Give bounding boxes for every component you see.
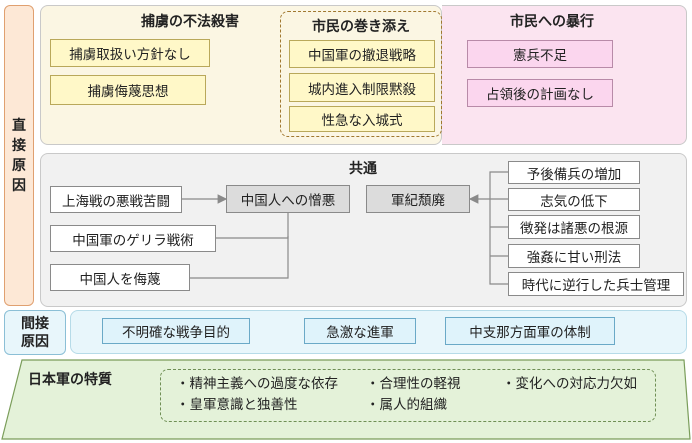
civilian-involvement-title: 市民の巻き添え bbox=[312, 19, 410, 35]
unclear-war-aims-box: 不明確な戦争目的 bbox=[102, 318, 250, 344]
no-occupation-plan-box: 占領後の計画なし bbox=[467, 79, 613, 107]
city-entry-restriction-box: 城内進入制限黙殺 bbox=[289, 73, 435, 102]
mp-shortage-box: 憲兵不足 bbox=[467, 40, 613, 68]
central-china-army-system-box: 中支那方面軍の体制 bbox=[445, 317, 615, 345]
reserve-increase-box: 予後備兵の増加 bbox=[508, 161, 640, 184]
trait-rationality: ・合理性の軽視 bbox=[366, 376, 461, 392]
direct-label-char-2: 接 bbox=[12, 137, 26, 154]
traits-group bbox=[160, 369, 656, 422]
civilian-involvement-group bbox=[280, 11, 442, 137]
indirect-label-line-1: 間接 bbox=[21, 315, 49, 332]
direct-label-char-4: 因 bbox=[12, 177, 26, 194]
pow-contempt-box: 捕虜侮蔑思想 bbox=[50, 75, 206, 105]
indirect-label-line-2: 原因 bbox=[21, 333, 49, 350]
indirect-cause-label: 間接 原因 bbox=[4, 310, 66, 355]
line-contempt-to-hatred bbox=[190, 236, 289, 279]
direct-label-char-1: 直 bbox=[12, 117, 26, 134]
outdated-management-box: 時代に逆行した兵士管理 bbox=[508, 272, 684, 296]
trait-personal-org: ・属人的組織 bbox=[366, 397, 447, 413]
trait-imperial-army: ・皇軍意識と独善性 bbox=[176, 397, 298, 413]
guerrilla-tactics-box: 中国軍のゲリラ戦術 bbox=[50, 225, 216, 252]
japan-army-shape bbox=[1, 359, 691, 440]
discipline-decay-box: 軍紀頽廃 bbox=[366, 185, 470, 213]
contempt-chinese-box: 中国人を侮蔑 bbox=[50, 264, 190, 291]
requisition-root-box: 徴発は諸悪の根源 bbox=[508, 215, 640, 239]
rapid-advance-box: 急激な進軍 bbox=[304, 318, 416, 344]
bracket-right-items bbox=[489, 171, 508, 285]
lenient-law-box: 強姦に甘い刑法 bbox=[508, 244, 640, 268]
morale-decline-box: 志気の低下 bbox=[508, 188, 640, 211]
hasty-entry-ceremony-box: 性急な入城式 bbox=[289, 106, 435, 132]
pow-killing-title: 捕虜の不法殺害 bbox=[141, 14, 239, 30]
direct-cause-label: 直 接 原 因 bbox=[4, 5, 34, 306]
japan-army-title: 日本軍の特質 bbox=[28, 372, 112, 388]
civilian-violence-panel bbox=[442, 5, 687, 145]
pow-no-policy-box: 捕虜取扱い方針なし bbox=[50, 39, 210, 67]
direct-label-char-3: 原 bbox=[12, 157, 26, 174]
civilian-violence-title: 市民への暴行 bbox=[510, 14, 594, 30]
chinese-withdrawal-strategy-box: 中国軍の撤退戦略 bbox=[289, 40, 435, 68]
trait-adaptability: ・変化への対応力欠如 bbox=[502, 376, 637, 392]
hatred-chinese-box: 中国人への憎悪 bbox=[226, 185, 350, 213]
trait-spiritualism: ・精神主義への過度な依存 bbox=[176, 376, 338, 392]
shanghai-battle-box: 上海戦の悪戦苦闘 bbox=[50, 186, 182, 213]
common-title: 共通 bbox=[349, 161, 377, 177]
